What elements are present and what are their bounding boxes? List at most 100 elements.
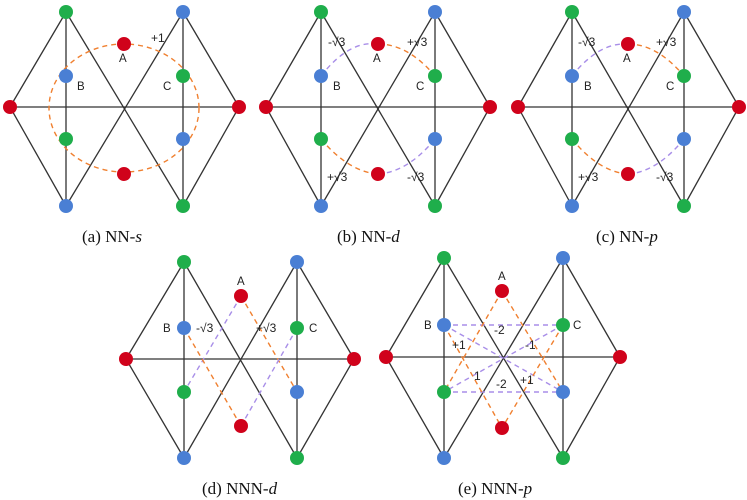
site-B xyxy=(556,385,570,399)
caption-e: (e) NNN-p xyxy=(458,479,532,498)
site-C xyxy=(290,321,304,335)
site-C xyxy=(177,385,191,399)
site-C xyxy=(428,199,442,213)
lattice-bonds xyxy=(125,261,355,459)
site-B xyxy=(59,69,73,83)
site-B xyxy=(437,451,451,465)
violet-hopping-path xyxy=(377,138,436,175)
lattice-bonds xyxy=(265,11,491,207)
panel-a-diagram: A B C +1 (a) NN-s xyxy=(3,5,246,246)
panel-c-diagram: A B C -√3 +√3 +√3 -√3 (c) NN-p xyxy=(511,5,746,246)
site-B xyxy=(314,69,328,83)
site-label-B: B xyxy=(77,81,85,93)
hopping-value: +√3 xyxy=(407,35,428,49)
hopping-value: -2 xyxy=(496,377,507,391)
site-A xyxy=(234,289,248,303)
hopping-value: -2 xyxy=(494,323,505,337)
site-C xyxy=(176,69,190,83)
lattice-bonds xyxy=(9,11,240,207)
site-label-A: A xyxy=(119,53,127,65)
hopping-value: +1 xyxy=(151,31,165,45)
site-label-C: C xyxy=(416,81,424,93)
site-C xyxy=(556,318,570,332)
caption-a: (a) NN-s xyxy=(82,227,142,246)
site-A xyxy=(117,37,131,51)
site-A xyxy=(621,37,635,51)
hopping-value: +√3 xyxy=(656,35,677,49)
hopping-value: +√3 xyxy=(578,170,599,184)
site-B xyxy=(290,255,304,269)
site-A xyxy=(732,100,746,114)
site-C xyxy=(59,132,73,146)
lattice-bonds xyxy=(517,11,740,207)
site-A xyxy=(621,167,635,181)
site-C xyxy=(556,451,570,465)
site-A xyxy=(371,167,385,181)
site-C xyxy=(677,69,691,83)
site-label-A: A xyxy=(373,53,381,65)
site-label-C: C xyxy=(573,320,581,332)
site-C xyxy=(59,5,73,19)
site-A xyxy=(3,100,17,114)
site-C xyxy=(176,199,190,213)
orange-hopping-path xyxy=(571,138,629,175)
hopping-value: -√3 xyxy=(578,35,596,49)
lattice-sites xyxy=(511,5,746,213)
hopping-value: +√3 xyxy=(256,321,277,335)
lattice-sites xyxy=(379,251,627,465)
site-A xyxy=(495,284,509,298)
site-B xyxy=(428,132,442,146)
orange-hopping-path xyxy=(377,43,436,77)
site-A xyxy=(495,421,509,435)
site-B xyxy=(677,5,691,19)
site-B xyxy=(290,385,304,399)
site-A xyxy=(483,100,497,114)
hopping-value: +1 xyxy=(520,373,534,387)
site-C xyxy=(177,255,191,269)
nnn-hopping-paths xyxy=(443,290,564,429)
site-B xyxy=(176,5,190,19)
site-label-C: C xyxy=(666,81,674,93)
site-C xyxy=(314,5,328,19)
site-B xyxy=(556,251,570,265)
lattice-sites xyxy=(259,5,497,213)
site-label-A: A xyxy=(498,271,506,283)
site-B xyxy=(176,132,190,146)
panel-b-diagram: A B C -√3 +√3 +√3 -√3 (b) NN-d xyxy=(259,5,497,246)
caption-c: (c) NN-p xyxy=(596,227,658,246)
site-label-B: B xyxy=(163,323,171,335)
site-A xyxy=(347,352,361,366)
violet-hopping-path xyxy=(571,43,629,77)
site-label-A: A xyxy=(237,276,245,288)
site-B xyxy=(177,321,191,335)
hopping-value: -√3 xyxy=(196,321,214,335)
site-C xyxy=(565,5,579,19)
site-B xyxy=(677,132,691,146)
site-A xyxy=(379,350,393,364)
orange-hopping-path xyxy=(627,43,685,77)
site-C xyxy=(437,385,451,399)
site-B xyxy=(428,5,442,19)
hopping-value: -√3 xyxy=(656,170,674,184)
site-B xyxy=(59,199,73,213)
site-label-B: B xyxy=(333,81,341,93)
site-B xyxy=(177,451,191,465)
hopping-value: +√3 xyxy=(327,170,348,184)
site-C xyxy=(290,451,304,465)
site-label-C: C xyxy=(309,323,317,335)
site-B xyxy=(565,69,579,83)
site-A xyxy=(613,350,627,364)
hopping-value: +1 xyxy=(452,338,466,352)
site-B xyxy=(565,199,579,213)
site-C xyxy=(565,132,579,146)
hopping-value: 1 xyxy=(474,369,481,383)
nnn-hopping-paths xyxy=(183,295,298,427)
site-label-C: C xyxy=(163,81,171,93)
site-label-A: A xyxy=(623,53,631,65)
site-A xyxy=(511,100,525,114)
site-A xyxy=(232,100,246,114)
site-label-B: B xyxy=(424,320,432,332)
site-A xyxy=(371,37,385,51)
site-C xyxy=(314,132,328,146)
site-label-B: B xyxy=(584,81,592,93)
